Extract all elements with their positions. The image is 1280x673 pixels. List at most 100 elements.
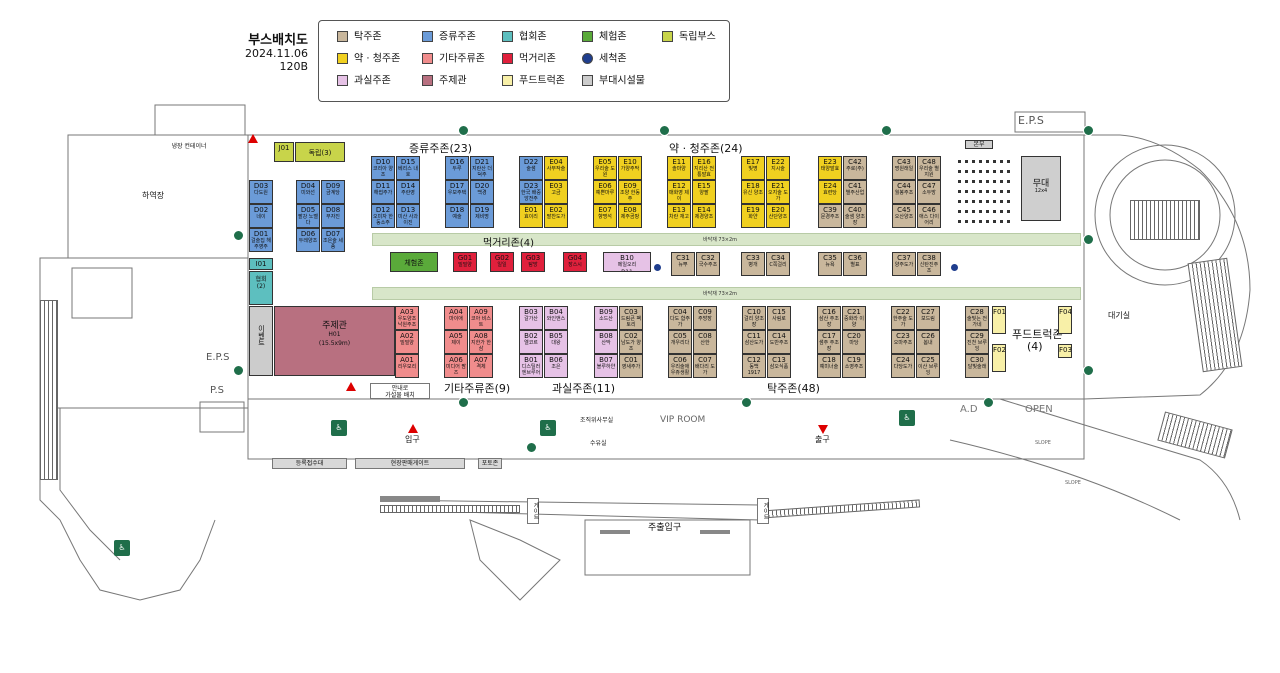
- booth-f01[interactable]: F01: [992, 306, 1006, 334]
- theme-pavilion[interactable]: 주제관 H01 (15.5x9m): [274, 306, 395, 376]
- booth-f02[interactable]: F02: [992, 344, 1006, 372]
- independent-booth[interactable]: 독립(3): [295, 142, 345, 162]
- booth-b10[interactable]: B10메일오리B11분위농장: [603, 252, 651, 272]
- booth-f03[interactable]: F03: [1058, 344, 1072, 358]
- booth-i01[interactable]: I01: [249, 258, 273, 270]
- booth-j01[interactable]: J01: [274, 142, 294, 162]
